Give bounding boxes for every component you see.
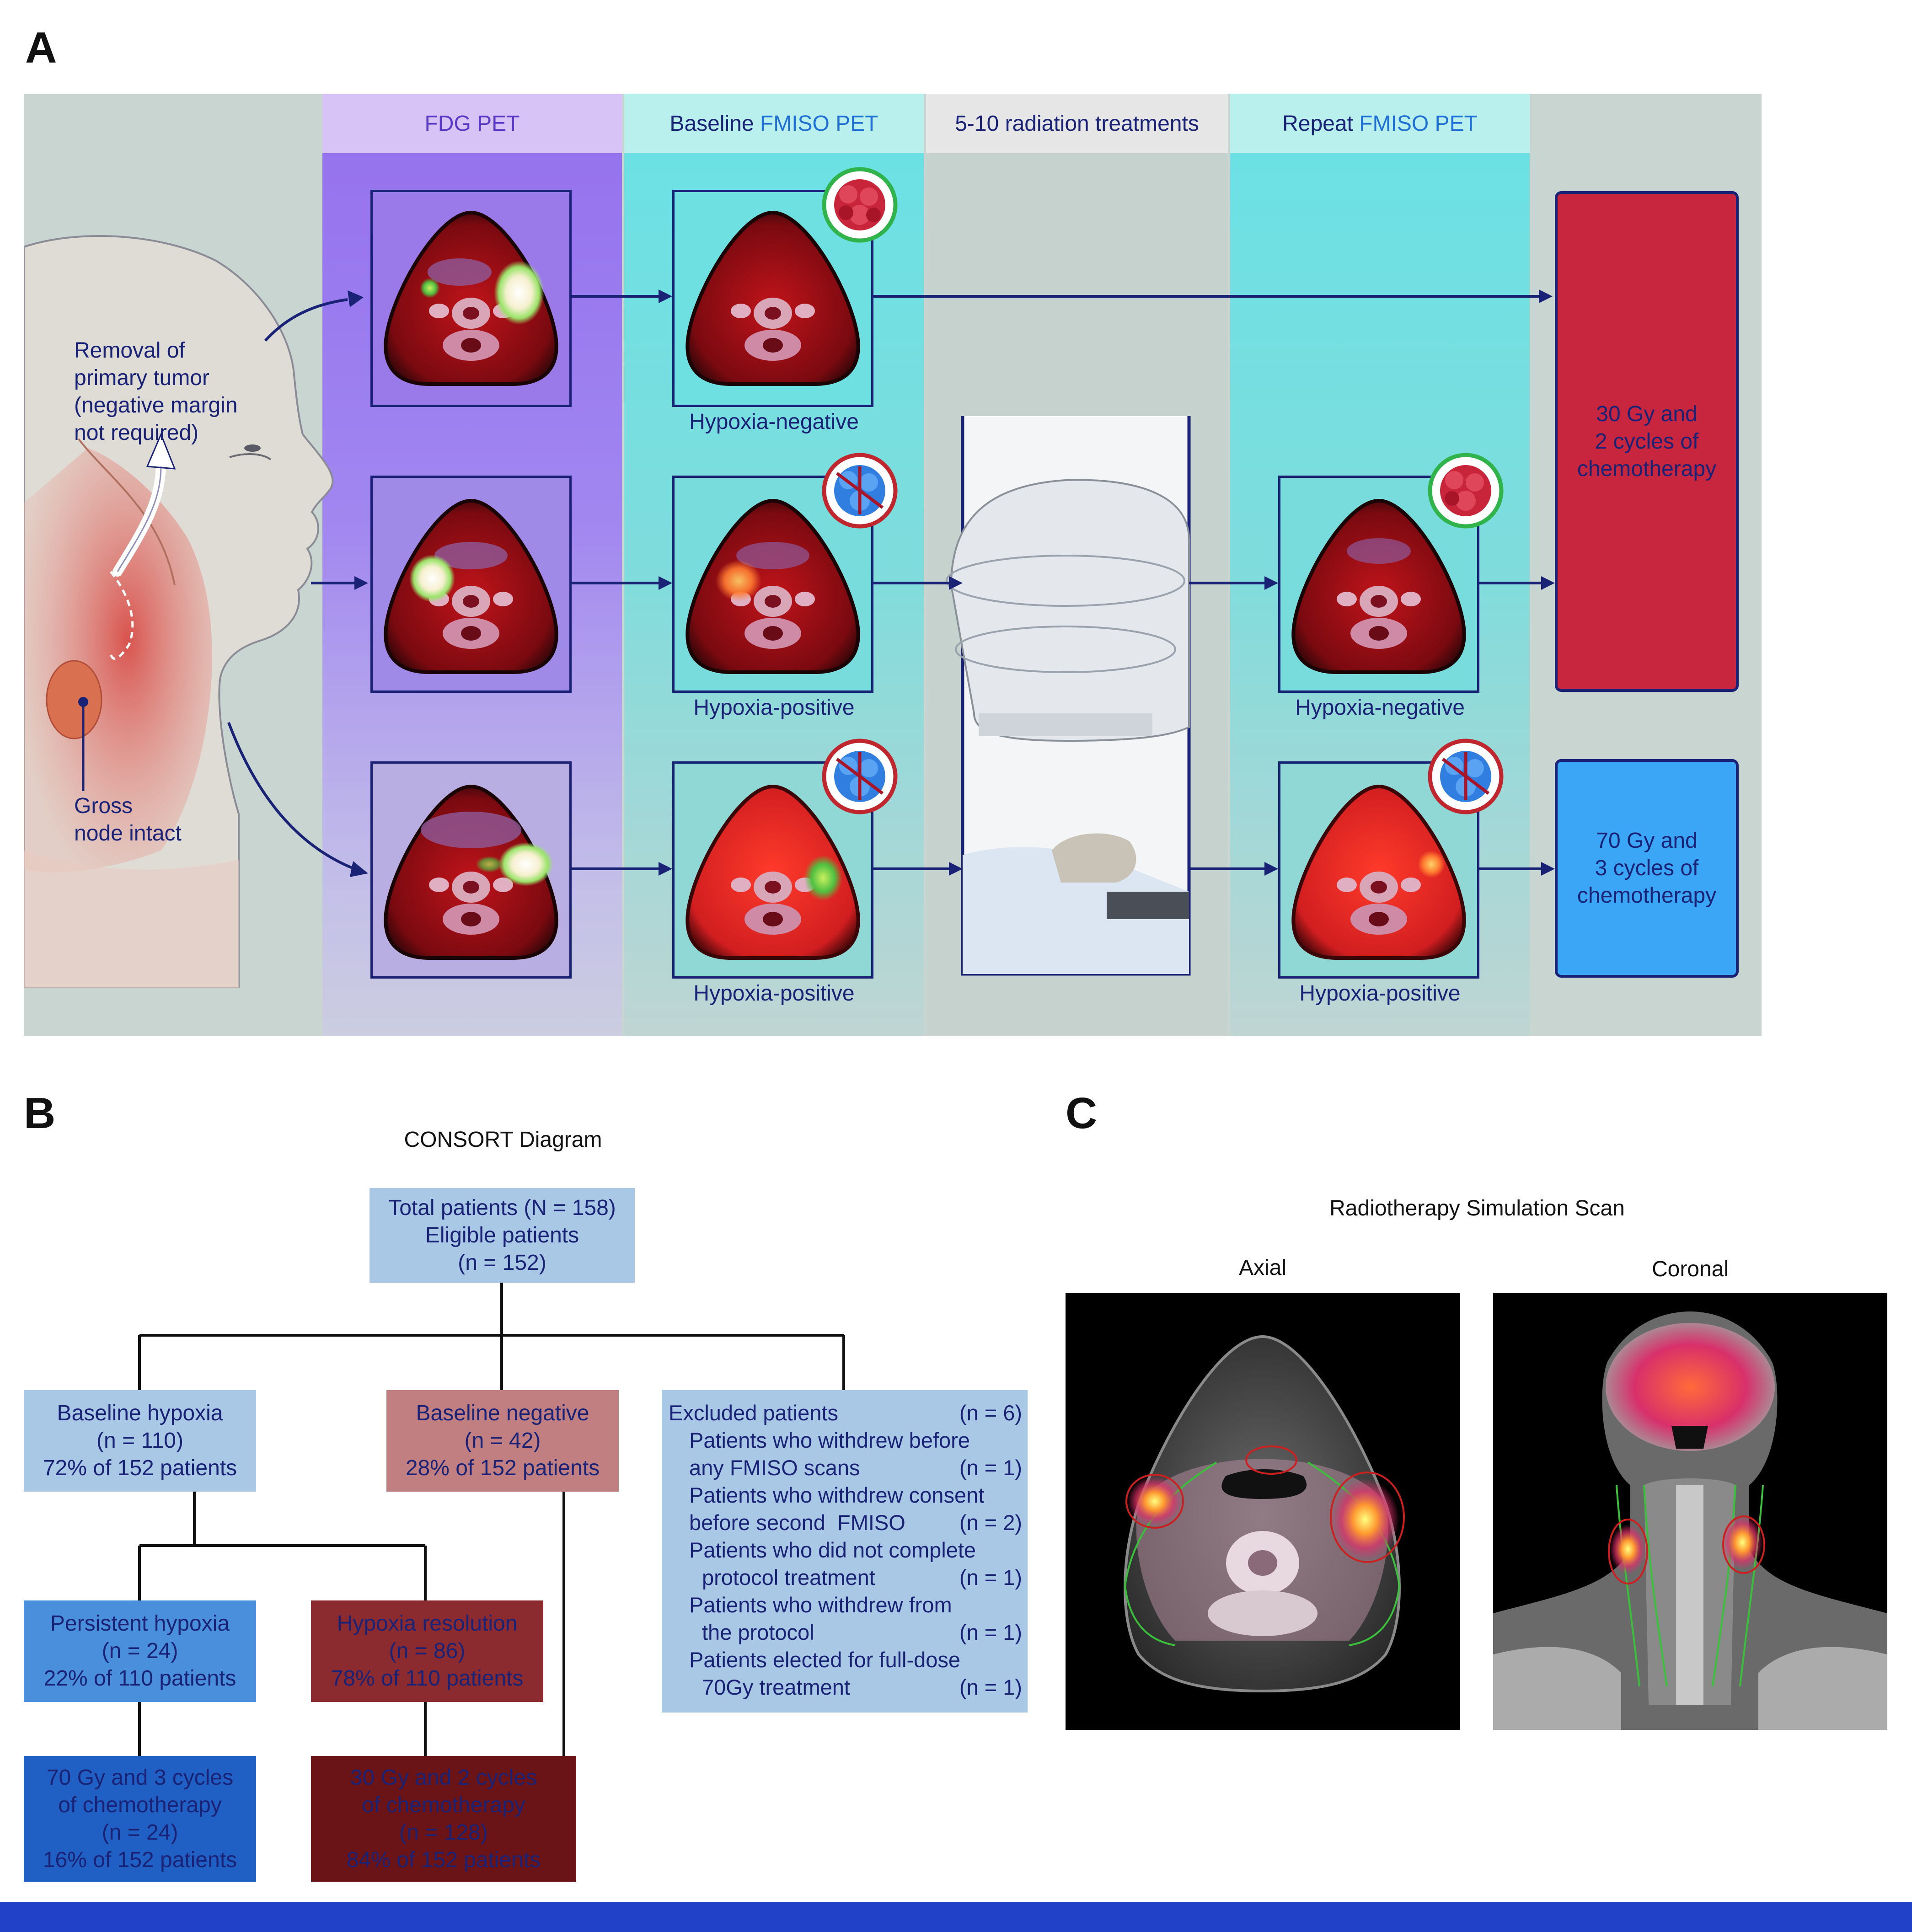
coronal-label: Coronal <box>1651 1257 1729 1281</box>
baseline-row2-status: Hypoxia-positive <box>693 696 855 720</box>
header-fdg-pet: FDG PET <box>424 111 520 136</box>
total-patients-box: Total patients (N = 158) Eligible patien… <box>370 1188 635 1283</box>
low-dose-result-box: 30 Gy and 2 cycles of chemotherapy (n = … <box>311 1756 576 1882</box>
head-profile-illustration <box>24 235 334 988</box>
coronal-scan-image <box>1493 1293 1887 1730</box>
high-dose-result-box: 70 Gy and 3 cycles of chemotherapy (n = … <box>24 1756 256 1882</box>
panel-b-letter: B <box>24 1089 56 1138</box>
repeat-row3-status: Hypoxia-positive <box>1299 981 1461 1006</box>
normoxic-tumor-icon <box>822 167 898 243</box>
low-dose-outcome-box: 30 Gy and 2 cycles of chemotherapy <box>1555 191 1739 692</box>
baseline-negative-box: Baseline negative (n = 42) 28% of 152 pa… <box>386 1390 619 1492</box>
header-radiation-treatments: 5-10 radiation treatments <box>955 111 1199 136</box>
panel-c-letter: C <box>1066 1089 1098 1138</box>
baseline-row1-status: Hypoxia-negative <box>689 410 859 434</box>
linear-accelerator-illustration <box>946 416 1191 976</box>
baseline-row3-status: Hypoxia-positive <box>693 981 855 1006</box>
simulation-scan-title: Radiotherapy Simulation Scan <box>1329 1196 1625 1220</box>
removal-primary-tumor-label: Removal of primary tumor (negative margi… <box>74 338 238 445</box>
baseline-hypoxia-box: Baseline hypoxia (n = 110) 72% of 152 pa… <box>24 1390 256 1492</box>
persistent-hypoxia-box: Persistent hypoxia (n = 24) 22% of 110 p… <box>24 1600 256 1702</box>
repeat-header-bg <box>1230 94 1530 153</box>
bottom-bar <box>0 1902 1912 1932</box>
fdg-header-bg <box>322 94 622 153</box>
gross-node-intact-label: Gross node intact <box>74 794 182 846</box>
header-baseline-fmiso: Baseline FMISO PET <box>669 111 878 136</box>
consort-title: CONSORT Diagram <box>404 1128 602 1152</box>
pet-scan-images <box>227 167 1555 976</box>
hypoxia-resolution-box: Hypoxia resolution (n = 86) 78% of 110 p… <box>311 1600 543 1702</box>
axial-scan-image <box>1066 1293 1460 1730</box>
panel-a-letter: A <box>25 23 57 72</box>
axial-label: Axial <box>1238 1256 1287 1280</box>
high-dose-outcome-box: 70 Gy and 3 cycles of chemotherapy <box>1555 759 1739 978</box>
consort-connectors <box>138 1283 845 1756</box>
header-repeat-fmiso: Repeat FMISO PET <box>1282 111 1478 136</box>
excluded-patients-box: Excluded patients(n = 6) Patients who wi… <box>662 1390 1028 1713</box>
radiation-header-bg <box>926 94 1228 153</box>
baseline-header-bg <box>624 94 924 153</box>
repeat-row2-status: Hypoxia-negative <box>1295 696 1465 720</box>
